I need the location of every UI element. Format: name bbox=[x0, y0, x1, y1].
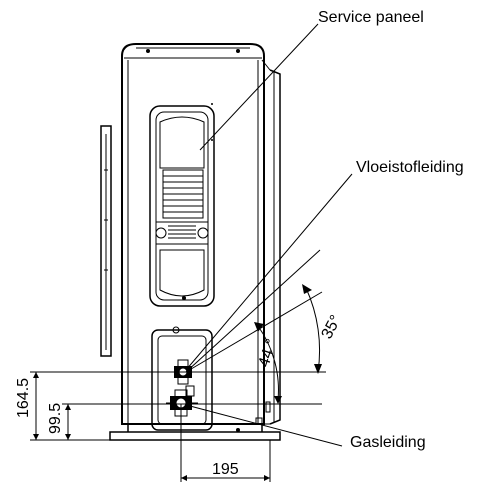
unit-body bbox=[121, 43, 265, 425]
dimension-99-5: 99.5 bbox=[47, 403, 64, 434]
left-heat-exchanger bbox=[100, 125, 112, 357]
angle-lines bbox=[185, 249, 326, 404]
liquid-pipe-label: Vloeistofleiding bbox=[356, 159, 464, 176]
gas-pipe-label: Gasleiding bbox=[350, 434, 426, 451]
dimension-164-5: 164.5 bbox=[15, 378, 32, 418]
angle-35: 35° bbox=[319, 313, 345, 342]
base-feet bbox=[109, 423, 281, 441]
angle-44: 44 ° bbox=[256, 337, 281, 369]
gas-valve bbox=[166, 385, 198, 417]
service-panel-label: Service paneel bbox=[318, 9, 424, 26]
leader-lines bbox=[185, 23, 353, 447]
piping-recess bbox=[151, 326, 213, 431]
dimension-lines bbox=[30, 371, 322, 482]
service-panel bbox=[149, 103, 215, 307]
dimension-195: 195 bbox=[212, 461, 239, 478]
base-details bbox=[236, 401, 271, 432]
